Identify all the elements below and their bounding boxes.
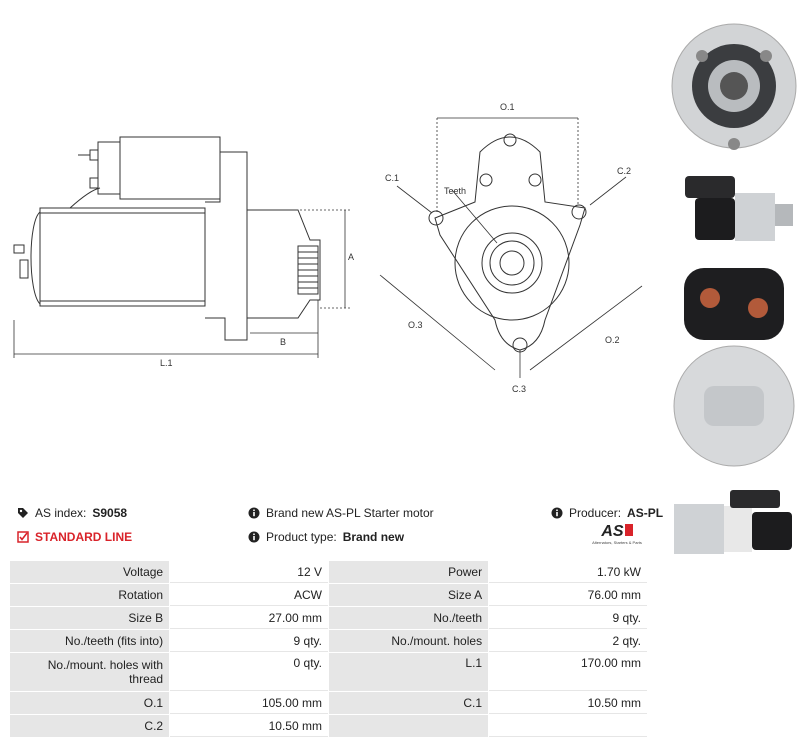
photo-angled-view xyxy=(674,490,792,554)
spec-label: No./mount. holes with thread xyxy=(10,653,170,691)
spec-label: Power xyxy=(328,561,489,583)
flange-outline xyxy=(434,136,586,351)
as-index-label: AS index: xyxy=(35,506,87,520)
photo-side-view xyxy=(685,176,793,241)
table-row: No./teeth (fits into) 9 qty. No./mount. … xyxy=(10,630,647,652)
logo-tagline: Alternators, Starters & Parts xyxy=(592,540,642,545)
specs-table: Voltage 12 V Power 1.70 kW Rotation ACW … xyxy=(9,560,648,738)
spec-label xyxy=(328,715,489,737)
product-description: Brand new AS-PL Starter motor xyxy=(266,506,434,520)
spec-value: 9 qty. xyxy=(489,607,647,629)
motor-body xyxy=(39,207,206,307)
info-icon xyxy=(248,531,260,543)
spec-value: 27.00 mm xyxy=(170,607,328,629)
spec-label: No./teeth (fits into) xyxy=(10,630,170,652)
table-row: Rotation ACW Size A 76.00 mm xyxy=(10,584,647,606)
spec-label: Voltage xyxy=(10,561,170,583)
checkbox-checked-icon xyxy=(17,531,29,543)
spec-value: 0 qty. xyxy=(170,653,328,691)
photo-front-view xyxy=(671,23,797,150)
spec-value: 9 qty. xyxy=(170,630,328,652)
spec-value: 170.00 mm xyxy=(489,653,647,691)
info-icon xyxy=(248,507,260,519)
description-row: Brand new AS-PL Starter motor xyxy=(248,506,434,520)
spec-value xyxy=(489,715,647,737)
spec-value: 2 qty. xyxy=(489,630,647,652)
spec-label: No./mount. holes xyxy=(328,630,489,652)
spec-value: ACW xyxy=(170,584,328,606)
as-index-value: S9058 xyxy=(92,506,128,520)
dim-o3-label: O.3 xyxy=(408,320,423,330)
producer-row: Producer: AS-PL xyxy=(551,506,663,520)
producer-label: Producer: xyxy=(569,506,622,520)
dim-c2-label: C.2 xyxy=(617,166,631,176)
standard-line-label: STANDARD LINE xyxy=(35,530,133,544)
technical-drawing: L.1 A B O.1 O.2 O.3 C.1 C.2 C.3 Teeth xyxy=(13,102,643,394)
photo-top-view xyxy=(673,268,795,467)
spec-value: 76.00 mm xyxy=(489,584,647,606)
spec-value: 10.50 mm xyxy=(170,715,328,737)
as-index-row: AS index: S9058 xyxy=(17,506,127,520)
table-row: C.2 10.50 mm xyxy=(10,715,647,737)
table-row: Size B 27.00 mm No./teeth 9 qty. xyxy=(10,607,647,629)
dim-b-label: B xyxy=(280,337,286,347)
spec-label: Size A xyxy=(328,584,489,606)
spec-label: L.1 xyxy=(328,653,489,691)
dim-o2-label: O.2 xyxy=(605,335,620,345)
logo-text: AS xyxy=(601,523,624,540)
producer-value: AS-PL xyxy=(627,506,664,520)
table-row: Voltage 12 V Power 1.70 kW xyxy=(10,561,647,583)
product-type-row: Product type: Brand new xyxy=(248,530,404,544)
table-row: No./mount. holes with thread 0 qty. L.1 … xyxy=(10,653,647,691)
dim-l1-label: L.1 xyxy=(160,358,173,368)
front-housing xyxy=(454,205,570,321)
spec-label: No./teeth xyxy=(328,607,489,629)
table-row: O.1 105.00 mm C.1 10.50 mm xyxy=(10,692,647,714)
dim-c3-label: C.3 xyxy=(512,384,526,394)
dim-c1-label: C.1 xyxy=(385,173,399,183)
teeth-label: Teeth xyxy=(444,186,466,196)
standard-line-row: STANDARD LINE xyxy=(17,530,132,544)
info-icon xyxy=(551,507,563,519)
product-type-value: Brand new xyxy=(342,530,405,544)
spec-label: Rotation xyxy=(10,584,170,606)
spec-label: Size B xyxy=(10,607,170,629)
spec-value: 105.00 mm xyxy=(170,692,328,714)
as-pl-logo: AS Alternators, Starters & Parts xyxy=(582,523,652,546)
spec-value: 10.50 mm xyxy=(489,692,647,714)
spec-value: 1.70 kW xyxy=(489,561,647,583)
spec-label: C.2 xyxy=(10,715,170,737)
product-photos xyxy=(660,0,800,560)
spec-label: C.1 xyxy=(328,692,489,714)
tag-icon xyxy=(18,508,28,518)
product-type-label: Product type: xyxy=(266,530,337,544)
spec-value: 12 V xyxy=(170,561,328,583)
spec-label: O.1 xyxy=(10,692,170,714)
dim-a-label: A xyxy=(348,252,354,262)
solenoid xyxy=(119,136,221,200)
dim-o1-label: O.1 xyxy=(500,102,515,112)
